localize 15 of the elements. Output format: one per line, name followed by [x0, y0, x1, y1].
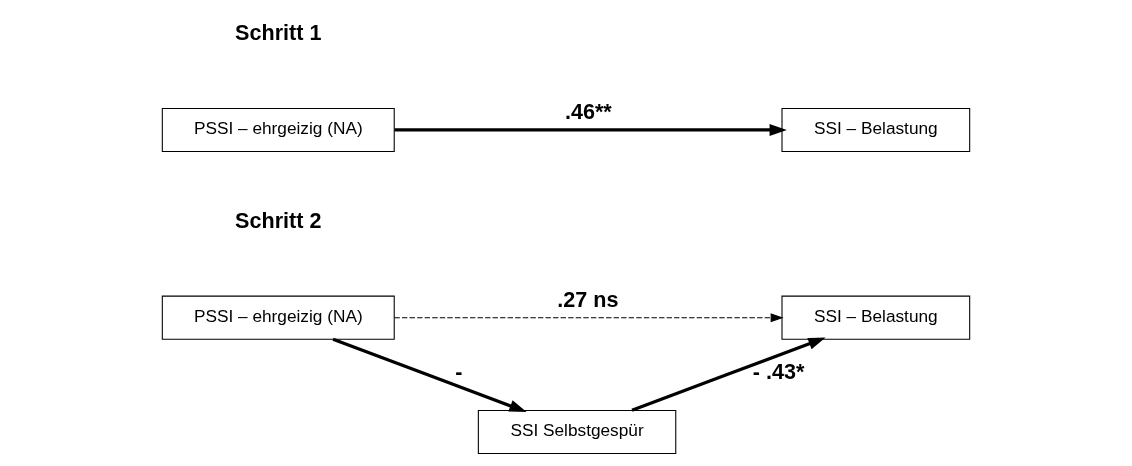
node-box: SSI – Belastung [781, 107, 971, 153]
edge-label: - .43* [752, 359, 805, 385]
edge-label: .46** [564, 99, 612, 125]
arrow [394, 313, 784, 323]
label: Schritt 2 [235, 208, 322, 234]
label: Schritt 1 [235, 20, 322, 46]
node-box: PSSI – ehrgeizig (NA) [161, 295, 395, 340]
arrow [394, 123, 787, 137]
arrow [631, 337, 826, 412]
edge-label: .27 ns [557, 286, 619, 312]
node-box: SSI Selbstgespür [477, 409, 677, 455]
node-box: SSI – Belastung [781, 295, 971, 340]
arrow [332, 337, 527, 413]
edge-label: - [455, 359, 463, 385]
node-box: PSSI – ehrgeizig (NA) [161, 107, 395, 153]
